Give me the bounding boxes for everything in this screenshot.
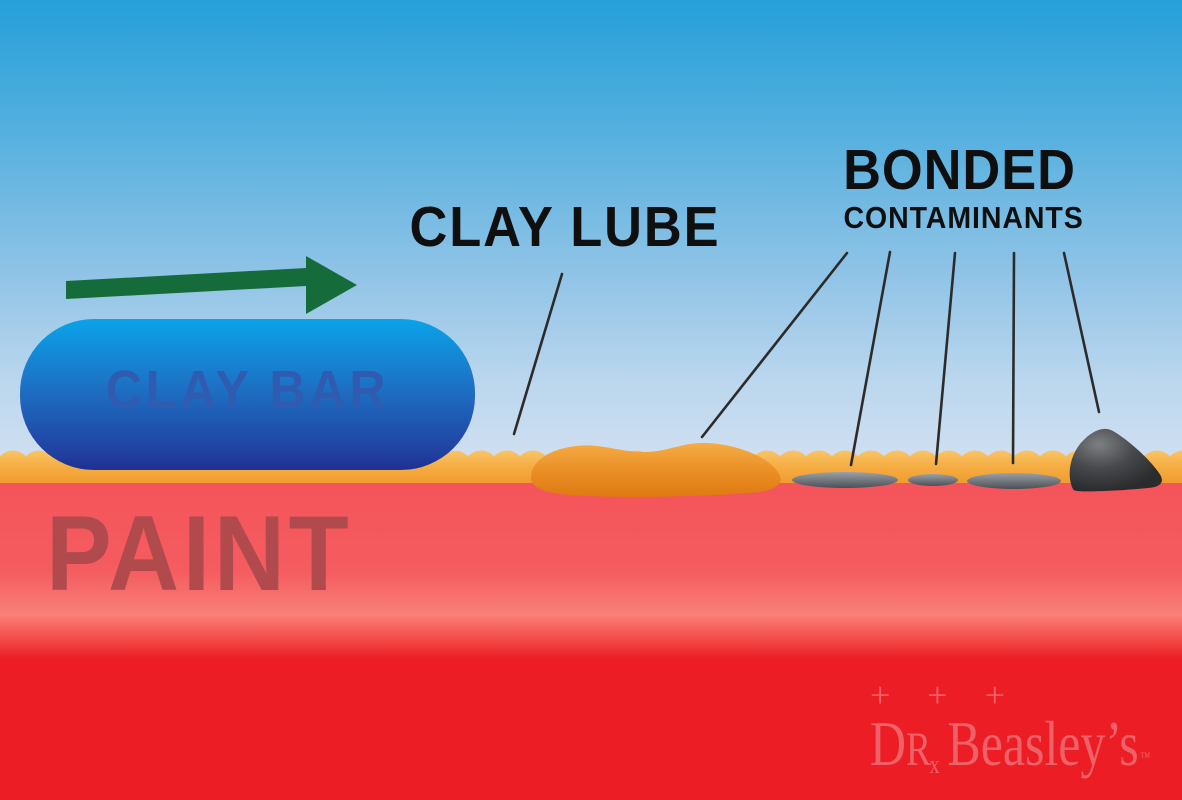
watermark-plus-icons: + + + <box>870 675 1019 715</box>
leader-line-contaminant-1 <box>849 250 892 467</box>
clay-lube-label: CLAY LUBE <box>409 195 721 259</box>
leader-line-contaminant-2 <box>934 251 957 466</box>
leader-line-clay-lube-film <box>512 272 564 436</box>
bonded-contaminant-flat <box>967 473 1061 489</box>
bonded-contaminants-label: BONDED CONTAMINANTS <box>843 138 1084 236</box>
motion-direction-arrow-icon <box>66 256 357 314</box>
bonded-contaminant-rock <box>1069 428 1162 492</box>
leader-line-contaminant-rock <box>1062 251 1101 414</box>
bonded-contaminant-flat <box>908 474 958 486</box>
leader-line-clay-lube-blob <box>700 251 849 439</box>
paint-layer <box>0 481 1182 800</box>
leader-line-contaminant-3 <box>1011 251 1016 465</box>
clay-bar-shape: CLAY BAR <box>20 319 475 470</box>
paint-label: PAINT <box>46 493 353 613</box>
clay-lube-blob <box>530 442 781 497</box>
bonded-contaminant-flat <box>792 472 898 488</box>
clay-bar-label: CLAY BAR <box>105 359 390 420</box>
